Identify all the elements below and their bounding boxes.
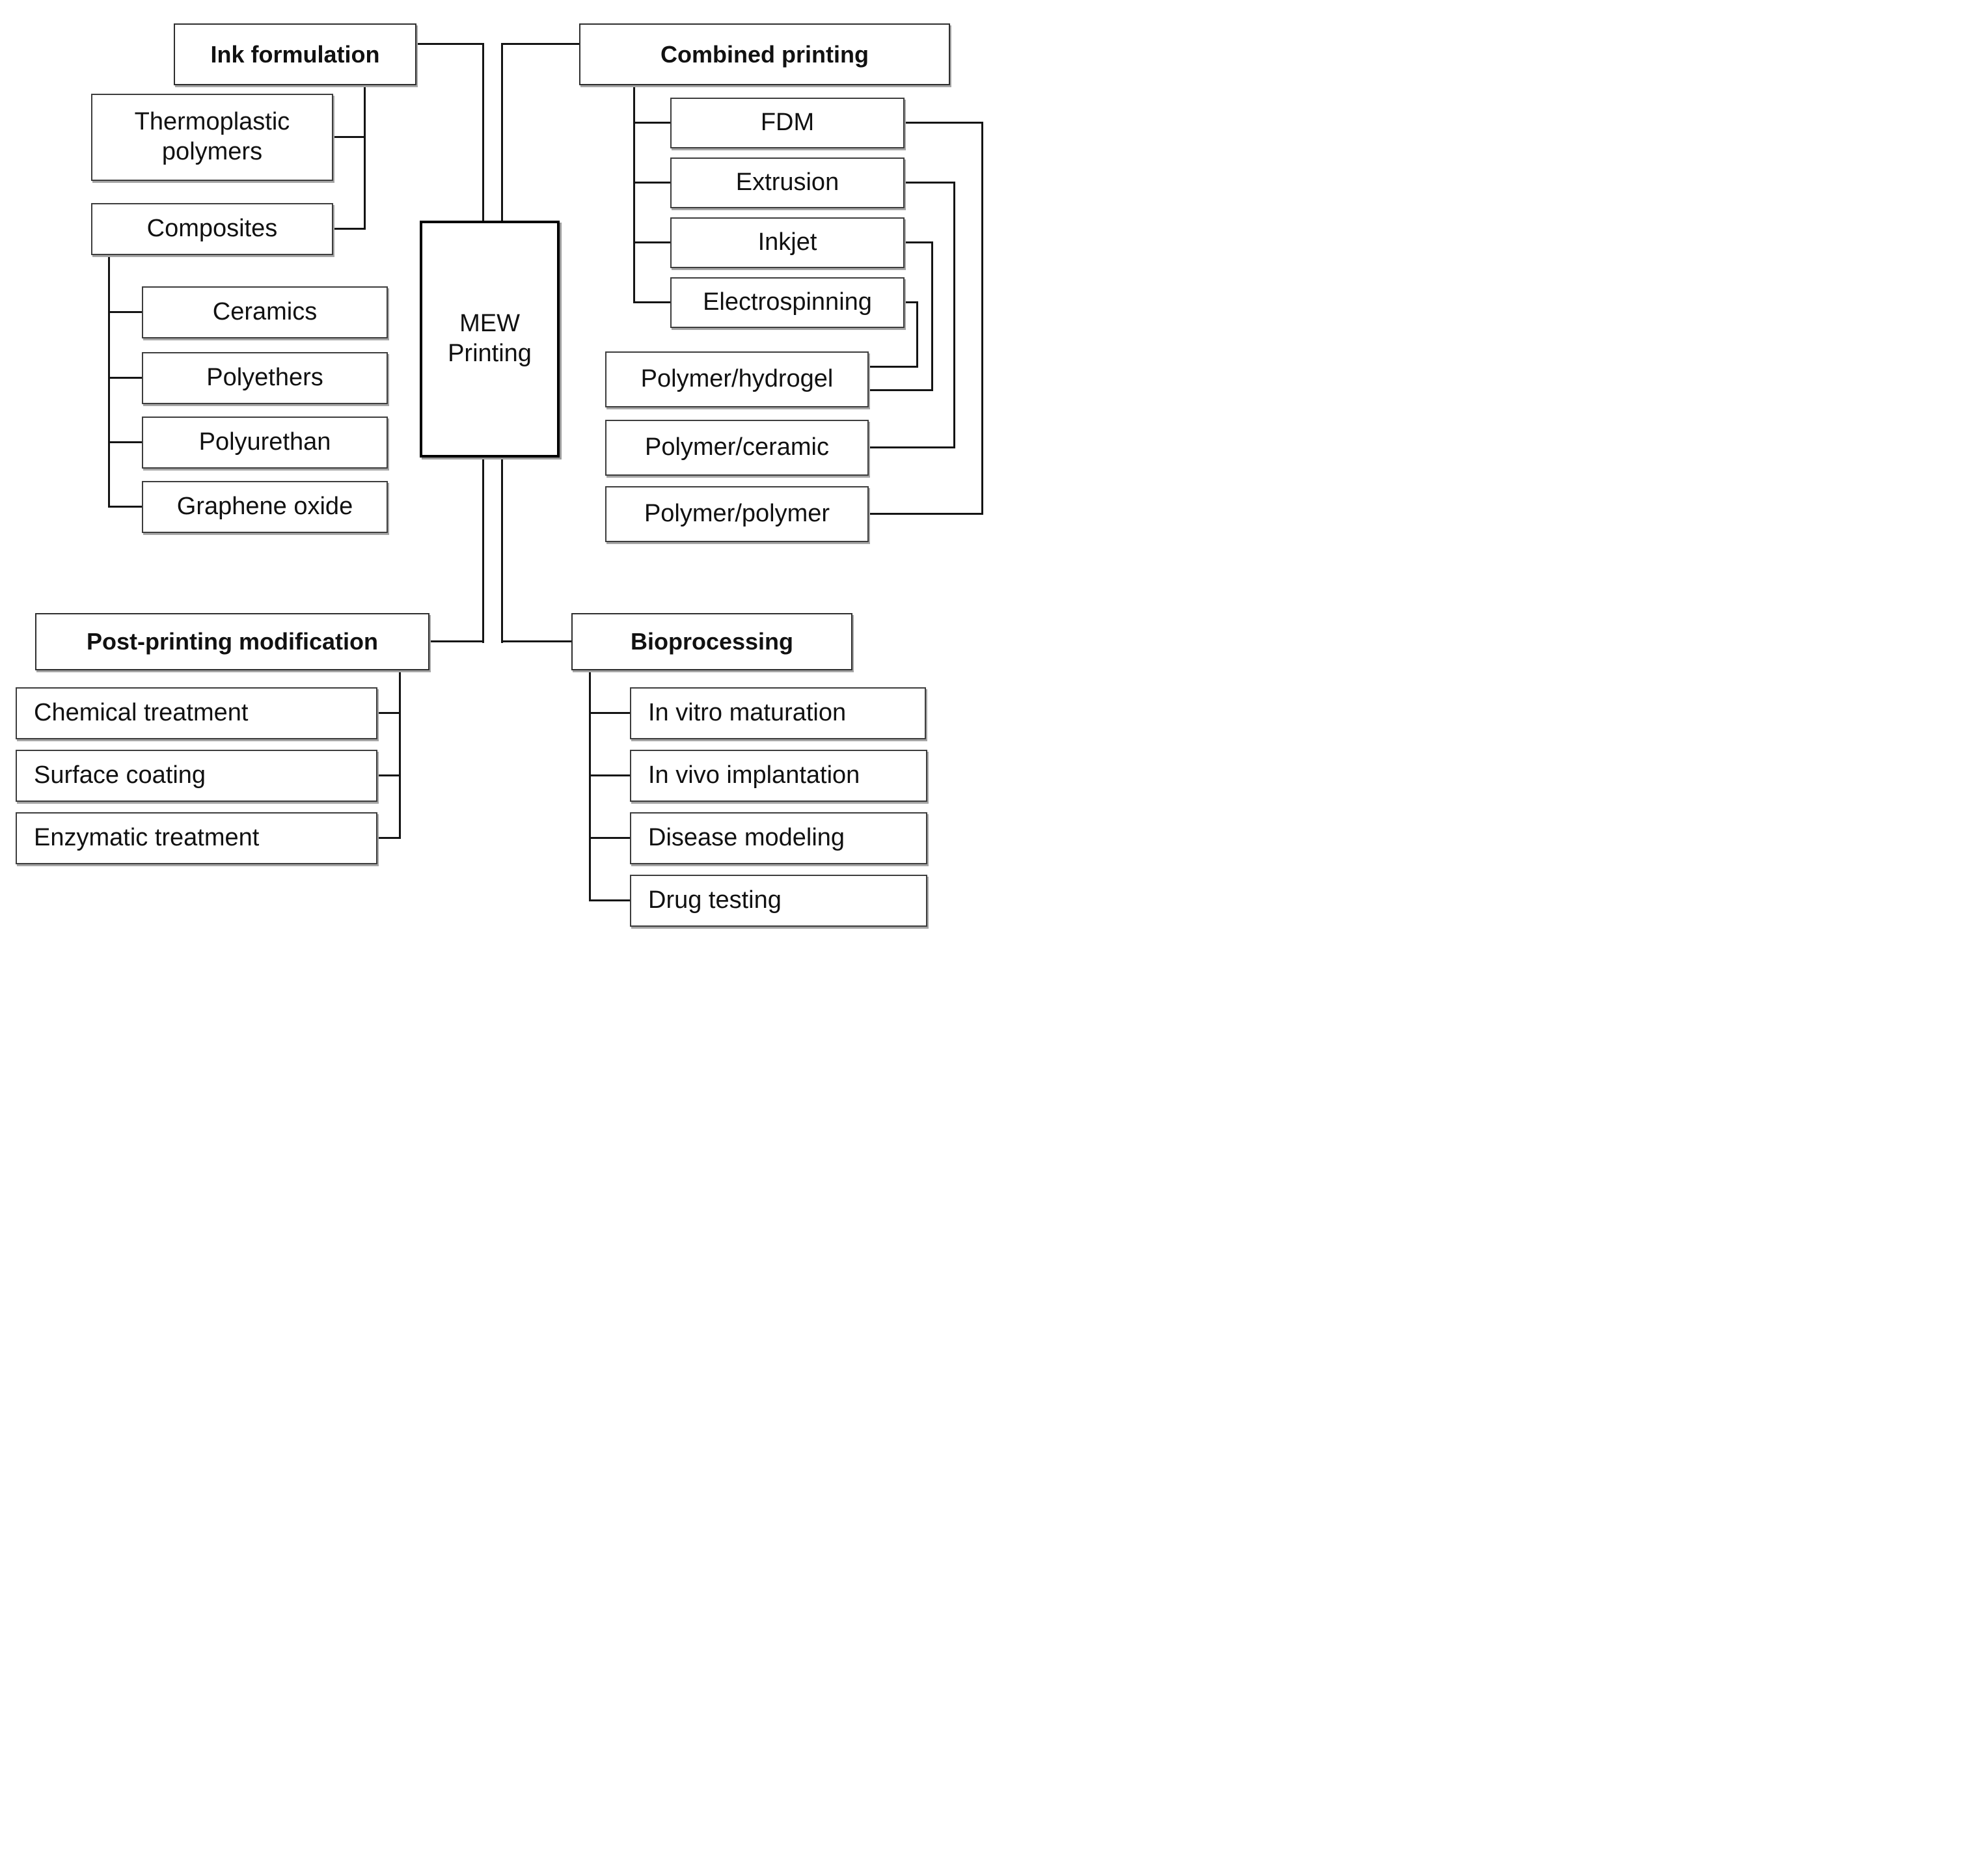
mew-printing-diagram: MEW Printing Ink formulation Thermoplast… bbox=[0, 0, 994, 938]
connector-electrospinning-right bbox=[903, 301, 918, 303]
disease-modeling-label: Disease modeling bbox=[648, 824, 845, 852]
ceramics-label: Ceramics bbox=[212, 298, 318, 326]
connector-polyethers-tick bbox=[108, 377, 143, 379]
enzymatic-treatment-label: Enzymatic treatment bbox=[34, 824, 260, 852]
connector-extrusion-tick bbox=[633, 182, 672, 184]
chemical-treatment-label: Chemical treatment bbox=[34, 699, 249, 727]
post-printing-label: Post-printing modification bbox=[87, 628, 378, 655]
connector-mew-bottom-left-vertical bbox=[482, 458, 484, 643]
connector-thermoplastic-tick bbox=[333, 136, 366, 138]
node-bioprocessing: Bioprocessing bbox=[571, 613, 852, 670]
node-chemical-treatment: Chemical treatment bbox=[16, 687, 377, 739]
node-electrospinning: Electrospinning bbox=[670, 277, 905, 328]
connector-enzymatic-tick bbox=[377, 837, 401, 839]
node-polymer-ceramic: Polymer/ceramic bbox=[605, 420, 869, 476]
mew-line1: MEW bbox=[459, 310, 520, 338]
node-polymer-polymer: Polymer/polymer bbox=[605, 486, 869, 542]
node-enzymatic-treatment: Enzymatic treatment bbox=[16, 812, 377, 864]
connector-electrospinning-vertical bbox=[916, 301, 918, 368]
in-vivo-implantation-label: In vivo implantation bbox=[648, 761, 860, 789]
node-in-vivo-implantation: In vivo implantation bbox=[630, 750, 927, 802]
connector-bio-bottom-vertical bbox=[589, 670, 591, 901]
node-polyethers: Polyethers bbox=[142, 352, 388, 404]
connector-fdm-vertical bbox=[981, 122, 983, 515]
combined-printing-label: Combined printing bbox=[660, 40, 869, 68]
node-polyurethan: Polyurethan bbox=[142, 417, 388, 469]
connector-ink-right bbox=[416, 43, 484, 45]
node-extrusion: Extrusion bbox=[670, 157, 905, 208]
node-ceramics: Ceramics bbox=[142, 286, 388, 338]
connector-inkjet-tick bbox=[633, 241, 672, 243]
drug-testing-label: Drug testing bbox=[648, 886, 782, 914]
node-ink-formulation: Ink formulation bbox=[174, 23, 416, 85]
connector-combined-left bbox=[501, 43, 586, 45]
polymer-hydrogel-label: Polymer/hydrogel bbox=[640, 365, 834, 393]
surface-coating-label: Surface coating bbox=[34, 761, 206, 789]
ink-formulation-label: Ink formulation bbox=[210, 40, 380, 68]
connector-extrusion-vertical bbox=[953, 182, 955, 448]
connector-fdm-tick bbox=[633, 122, 672, 124]
connector-drug-tick bbox=[589, 899, 630, 901]
connector-inkjet-right bbox=[903, 241, 933, 243]
connector-electrospinning-tick bbox=[633, 301, 672, 303]
node-disease-modeling: Disease modeling bbox=[630, 812, 927, 864]
connector-polyurethan-tick bbox=[108, 441, 143, 443]
connector-composites-vertical bbox=[108, 254, 110, 508]
polymer-polymer-label: Polymer/polymer bbox=[644, 500, 830, 528]
node-in-vitro-maturation: In vitro maturation bbox=[630, 687, 926, 739]
connector-invivo-tick bbox=[589, 774, 630, 776]
node-drug-testing: Drug testing bbox=[630, 875, 927, 927]
connector-polymer-polymer-link bbox=[867, 513, 983, 515]
node-thermoplastic-polymers: Thermoplastic polymers bbox=[91, 94, 333, 181]
connector-ink-bottom-vertical bbox=[364, 85, 366, 230]
mew-line2: Printing bbox=[448, 340, 532, 367]
polyurethan-label: Polyurethan bbox=[198, 428, 331, 456]
polymer-ceramic-label: Polymer/ceramic bbox=[645, 433, 829, 461]
connector-invitro-tick bbox=[589, 712, 630, 714]
fdm-label: FDM bbox=[760, 109, 815, 137]
node-fdm: FDM bbox=[670, 98, 905, 148]
node-mew-printing: MEW Printing bbox=[420, 221, 560, 458]
graphene-oxide-label: Graphene oxide bbox=[176, 493, 353, 521]
connector-ceramics-tick bbox=[108, 311, 143, 313]
connector-combined-bottom-vertical bbox=[633, 85, 635, 303]
connector-ink-down-to-mew bbox=[482, 43, 484, 221]
connector-composites-tick bbox=[333, 228, 366, 230]
connector-disease-tick bbox=[589, 837, 630, 839]
node-surface-coating: Surface coating bbox=[16, 750, 377, 802]
node-combined-printing: Combined printing bbox=[579, 23, 950, 85]
node-graphene-oxide: Graphene oxide bbox=[142, 481, 388, 533]
connector-polymer-ceramic-link bbox=[867, 446, 955, 448]
extrusion-label: Extrusion bbox=[735, 169, 839, 197]
node-polymer-hydrogel: Polymer/hydrogel bbox=[605, 351, 869, 407]
connector-post-printing-link bbox=[429, 640, 484, 642]
node-post-printing-modification: Post-printing modification bbox=[35, 613, 429, 670]
connector-post-bottom-vertical bbox=[399, 670, 401, 839]
inkjet-label: Inkjet bbox=[757, 228, 817, 256]
electrospinning-label: Electrospinning bbox=[703, 288, 872, 316]
polyethers-label: Polyethers bbox=[206, 364, 323, 392]
composites-label: Composites bbox=[146, 215, 278, 243]
connector-mew-bottom-right-vertical bbox=[501, 458, 503, 643]
in-vitro-maturation-label: In vitro maturation bbox=[648, 699, 847, 727]
connector-extrusion-right bbox=[903, 182, 955, 184]
thermoplastic-line1: Thermoplastic bbox=[134, 108, 290, 136]
connector-polymer-hydrogel-link-lower bbox=[867, 389, 933, 391]
connector-chemical-tick bbox=[377, 712, 401, 714]
connector-inkjet-vertical bbox=[931, 241, 933, 391]
connector-graphene-tick bbox=[108, 506, 143, 508]
connector-fdm-right bbox=[903, 122, 983, 124]
connector-bioprocessing-link bbox=[501, 640, 571, 642]
thermoplastic-line2: polymers bbox=[161, 138, 263, 165]
node-inkjet: Inkjet bbox=[670, 217, 905, 268]
connector-surface-tick bbox=[377, 774, 401, 776]
bioprocessing-label: Bioprocessing bbox=[630, 628, 794, 655]
node-composites: Composites bbox=[91, 203, 333, 255]
connector-polymer-hydrogel-link-upper bbox=[867, 366, 918, 368]
connector-combined-down-to-mew bbox=[501, 43, 503, 221]
